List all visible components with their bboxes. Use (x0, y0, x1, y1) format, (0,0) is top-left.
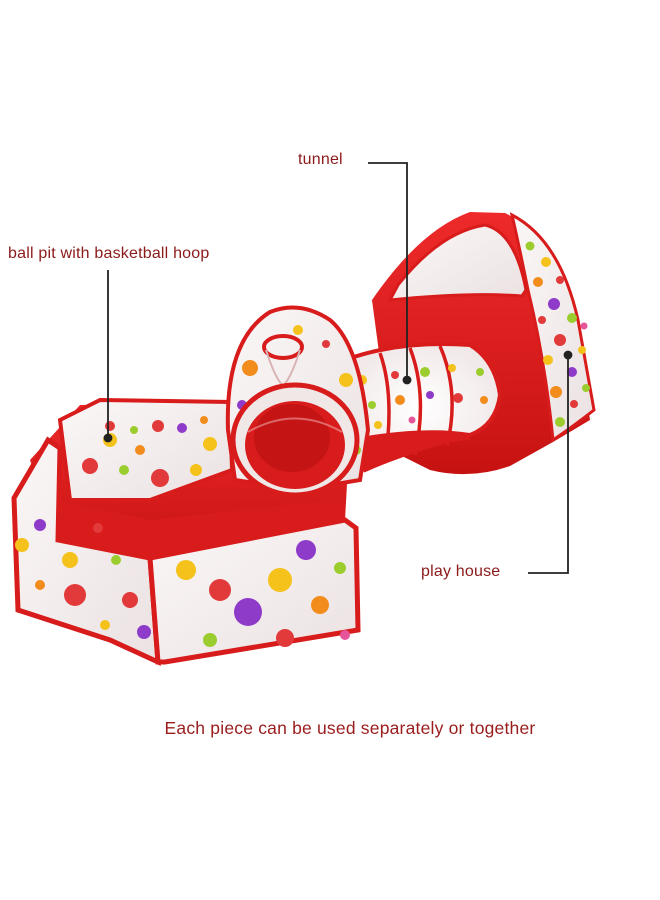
tunnel-leader-line (368, 162, 408, 380)
ball-pit-label: ball pit with basketball hoop (8, 245, 210, 262)
play-house-window (387, 223, 528, 302)
play-house-label: play house (421, 563, 501, 580)
play-house-leader-line (528, 355, 569, 574)
leader-lines (103, 162, 573, 574)
tunnel (337, 342, 503, 473)
ball-pit-back-dots (82, 416, 217, 487)
basketball-hoop-ring (262, 334, 304, 360)
ball-pit-front-dots (15, 519, 350, 647)
caption: Each piece can be used separately or tog… (164, 718, 536, 738)
play-house-dots (525, 241, 590, 427)
tunnel-label: tunnel (298, 151, 343, 168)
play-house-dotted-panel (509, 212, 596, 443)
ball-pit (11, 305, 371, 667)
